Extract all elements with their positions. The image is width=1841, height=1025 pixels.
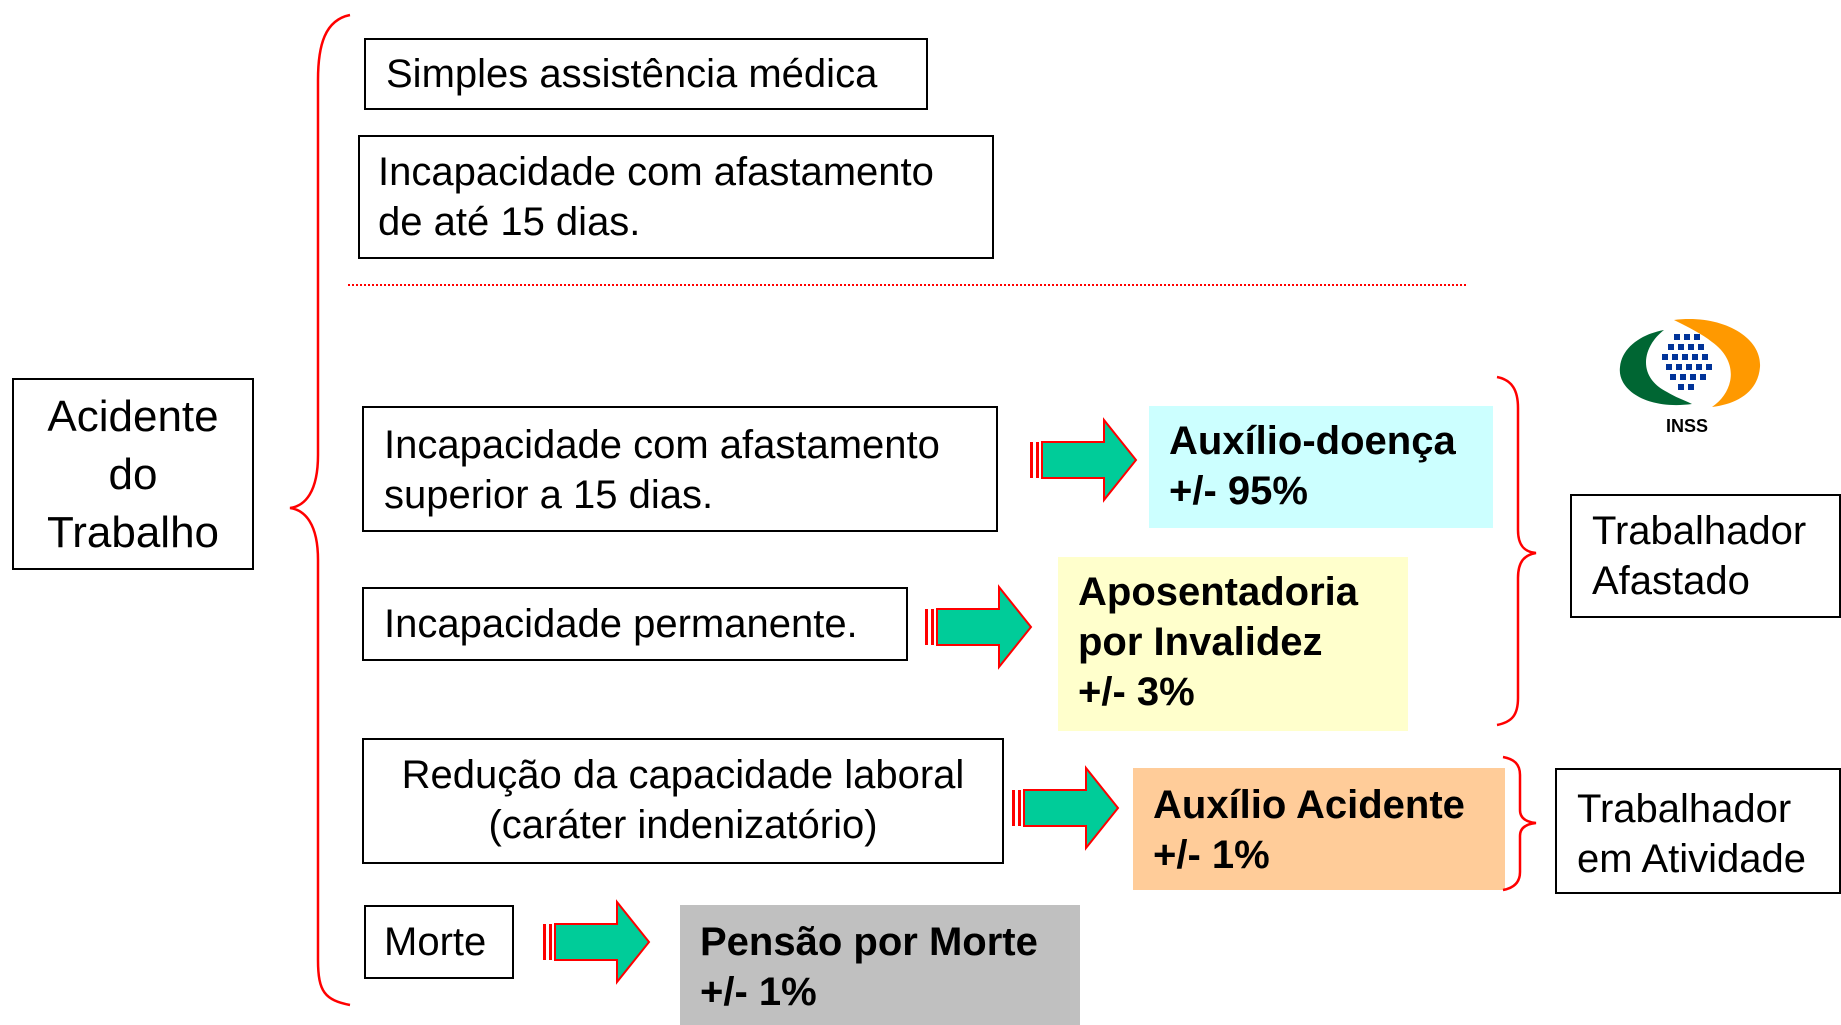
em-atividade-line-2: em Atividade	[1577, 837, 1807, 881]
auxilio-acidente-percent: +/- 1%	[1153, 833, 1270, 877]
auxilio-doenca-percent: +/- 95%	[1169, 469, 1308, 513]
inss-logo-label: INSS	[1665, 416, 1708, 436]
death-text: Morte	[384, 920, 487, 964]
root-line-3: Trabalho	[46, 508, 220, 557]
main-brace	[289, 13, 351, 1007]
afastado-group-box: Trabalhador Afastado	[1570, 494, 1841, 618]
auxilio-doenca-title: Auxílio-doença	[1169, 419, 1456, 463]
pensao-percent: +/- 1%	[700, 970, 817, 1014]
arrow-long-leave	[1030, 417, 1138, 503]
short-leave-box: Incapacidade com afastamento de até 15 d…	[358, 135, 994, 259]
afastado-line-2: Afastado	[1592, 559, 1750, 603]
pensao-box: Pensão por Morte +/- 1%	[680, 905, 1080, 1025]
long-leave-line-1: Incapacidade com afastamento	[384, 423, 940, 467]
pensao-title: Pensão por Morte	[700, 920, 1038, 964]
em-atividade-group-box: Trabalhador em Atividade	[1555, 768, 1841, 894]
simple-assistance-box: Simples assistência médica	[364, 38, 928, 110]
simple-assistance-text: Simples assistência médica	[386, 52, 878, 96]
auxilio-acidente-box: Auxílio Acidente +/- 1%	[1133, 768, 1505, 890]
em-atividade-brace	[1502, 755, 1537, 892]
arrow-death	[543, 899, 651, 985]
arrow-reduction	[1012, 765, 1120, 851]
em-atividade-line-1: Trabalhador	[1577, 787, 1792, 831]
accident-root-box: Acidente do Trabalho	[12, 378, 254, 570]
short-leave-line-2: de até 15 dias.	[378, 200, 641, 244]
root-line-1: Acidente	[47, 392, 219, 441]
root-line-2: do	[108, 450, 158, 499]
capacity-reduction-box: Redução da capacidade laboral (caráter i…	[362, 738, 1004, 864]
afastado-line-1: Trabalhador	[1592, 509, 1807, 553]
aposentadoria-line-2: por Invalidez	[1078, 620, 1323, 664]
aposentadoria-line-1: Aposentadoria	[1078, 570, 1359, 614]
permanent-incapacity-box: Incapacidade permanente.	[362, 587, 908, 661]
arrow-permanent	[925, 584, 1033, 670]
auxilio-doenca-box: Auxílio-doença +/- 95%	[1149, 406, 1493, 528]
long-leave-line-2: superior a 15 dias.	[384, 473, 714, 517]
long-leave-box: Incapacidade com afastamento superior a …	[362, 406, 998, 532]
capacity-reduction-line-1: Redução da capacidade laboral	[401, 753, 965, 797]
aposentadoria-percent: +/- 3%	[1078, 670, 1195, 714]
capacity-reduction-line-2: (caráter indenizatório)	[488, 803, 878, 847]
permanent-incapacity-text: Incapacidade permanente.	[384, 602, 858, 646]
short-leave-line-1: Incapacidade com afastamento	[378, 150, 934, 194]
aposentadoria-box: Aposentadoria por Invalidez +/- 3%	[1058, 557, 1408, 731]
afastado-brace	[1496, 375, 1537, 727]
auxilio-acidente-title: Auxílio Acidente	[1153, 783, 1465, 827]
inss-logo: INSS	[1612, 312, 1762, 442]
inss-logo-icon	[1619, 319, 1761, 407]
death-box: Morte	[364, 905, 514, 979]
